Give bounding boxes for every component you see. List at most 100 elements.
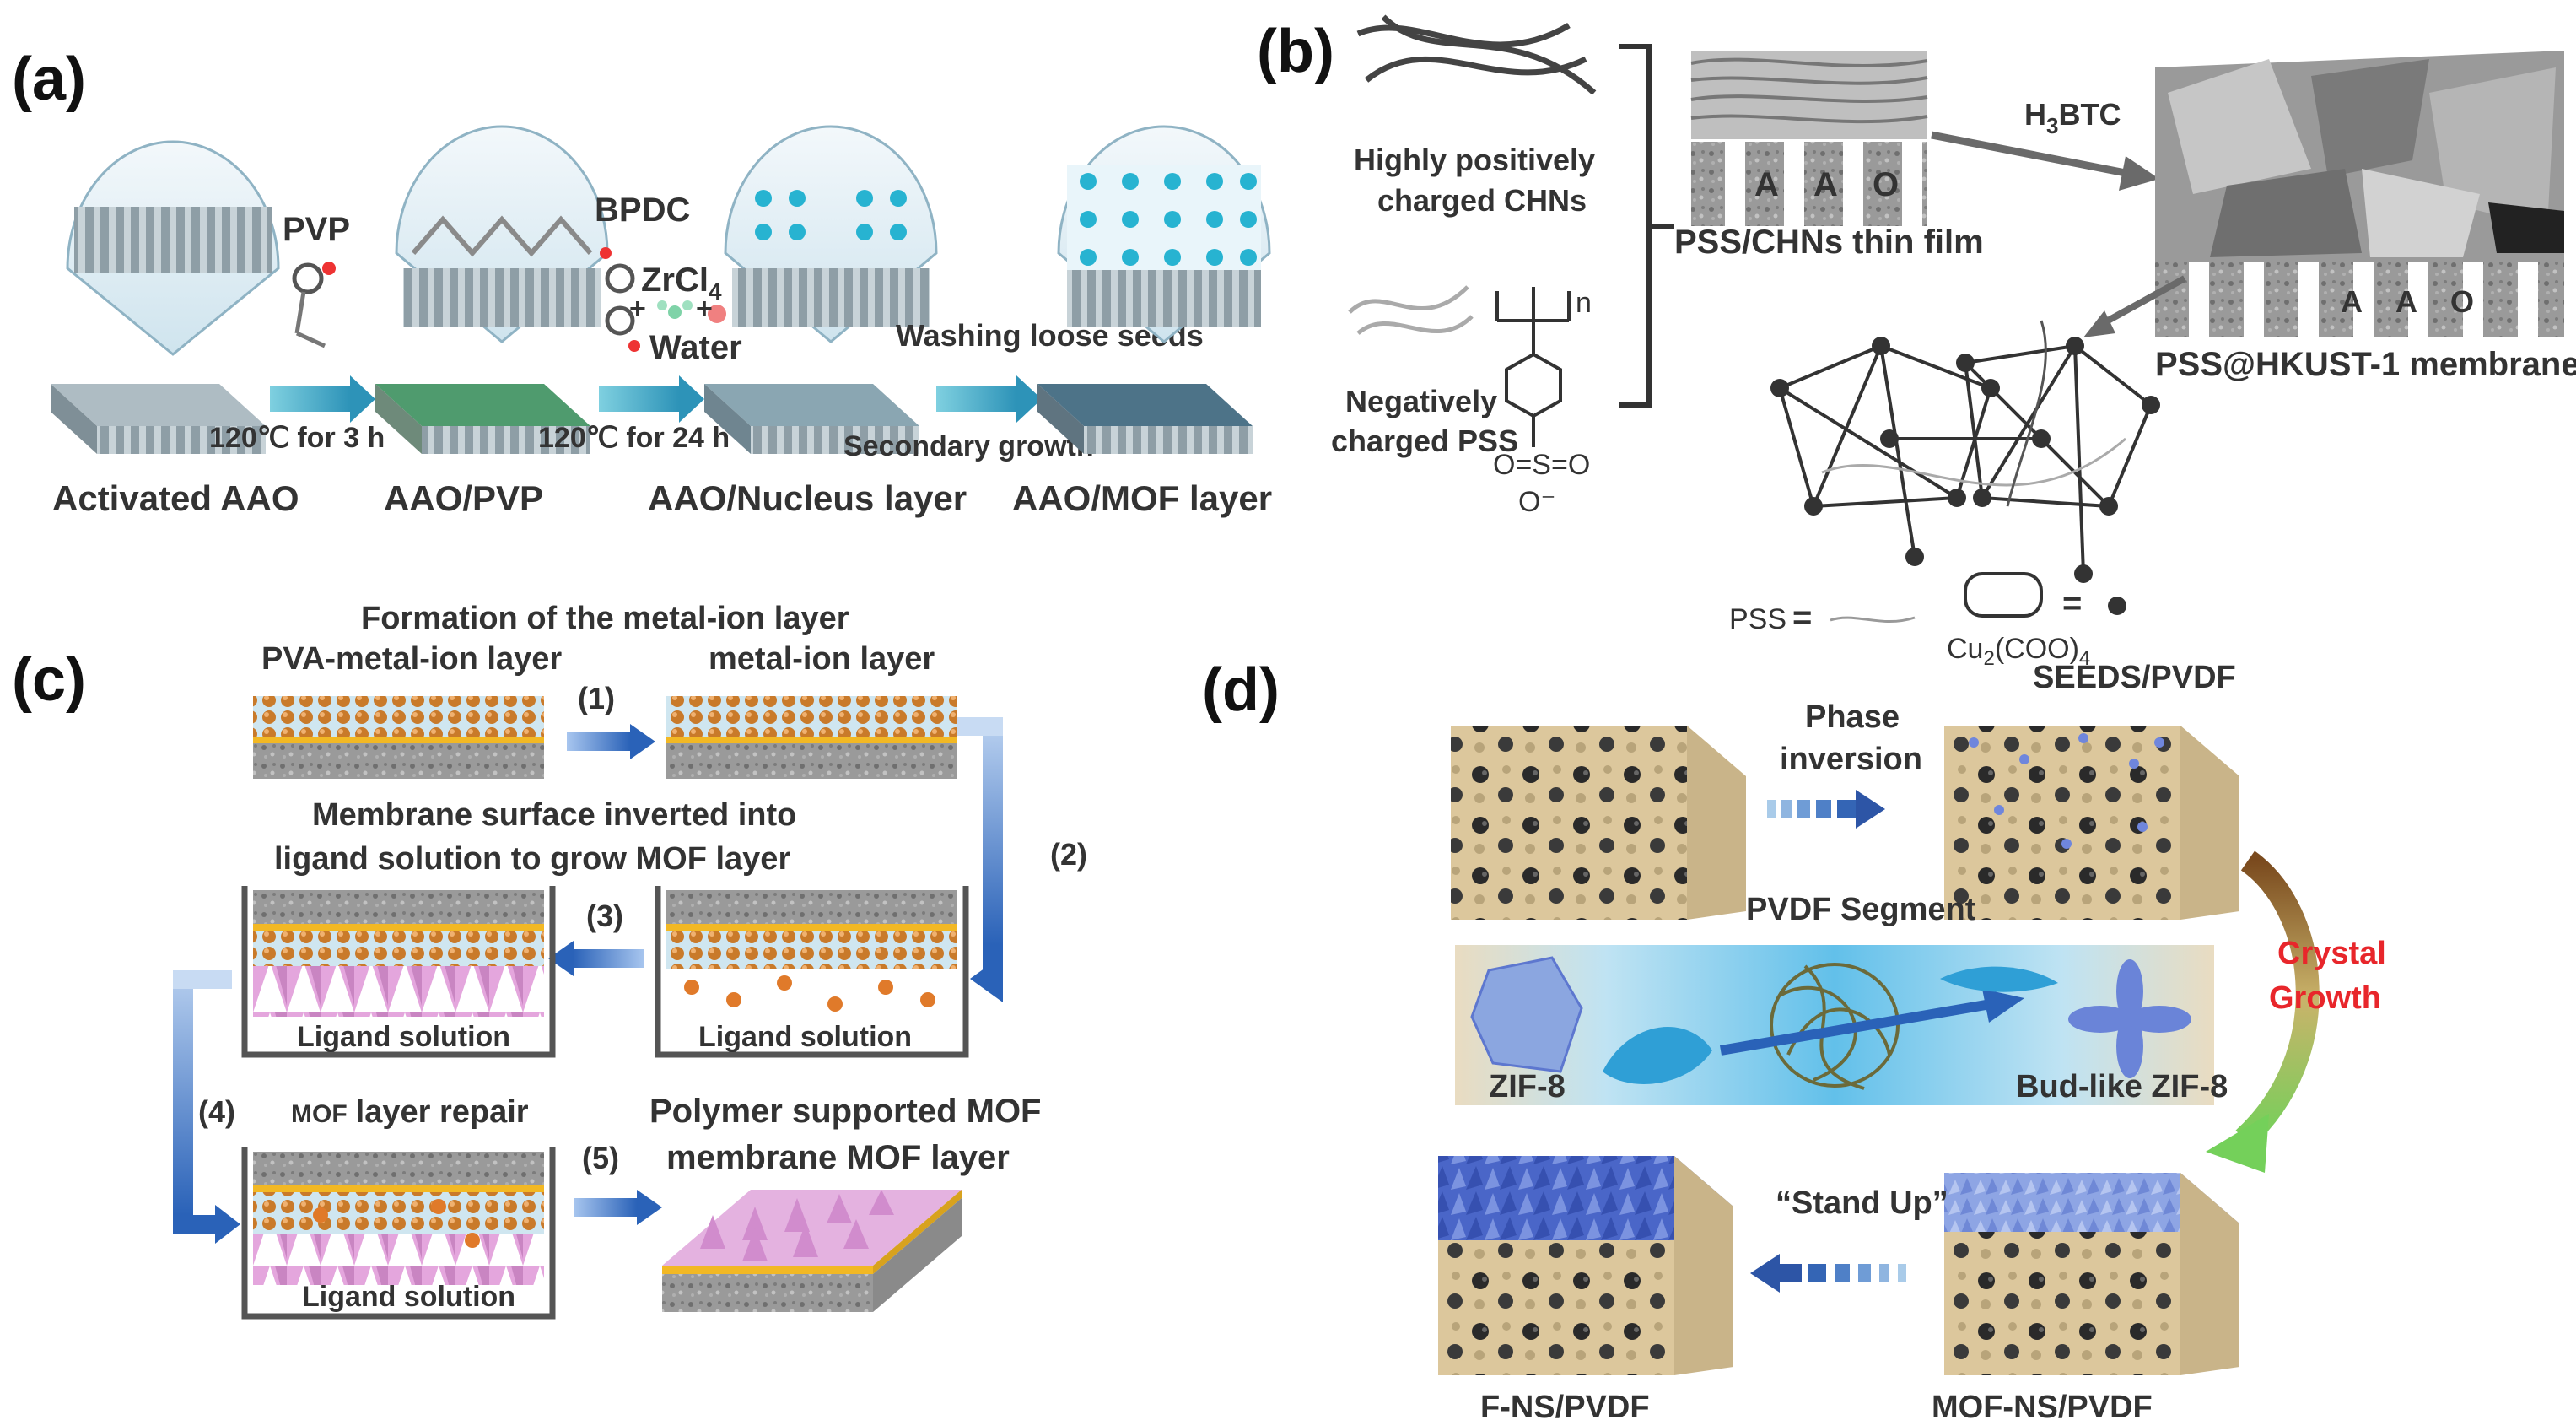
h3btc-label: H3BTC bbox=[2024, 97, 2121, 138]
aao-slab-3-front bbox=[751, 426, 919, 454]
condition-24h: 120℃ for 24 h bbox=[538, 422, 730, 454]
panel-d: (d) Phase inversion SEEDS/PVDF PVDF Segm… bbox=[1202, 656, 2386, 1420]
pvdf-segment-label: PVDF Segment bbox=[1746, 892, 1976, 927]
step-label-aao-pvp: AAO/PVP bbox=[384, 478, 543, 518]
band-arrow-head bbox=[1982, 989, 2024, 1023]
aao-slab-2-front bbox=[422, 426, 590, 454]
polymer-mof-label-line2: membrane MOF layer bbox=[666, 1139, 1010, 1176]
panel-b-label: (b) bbox=[1257, 18, 1334, 85]
step-label-nucleus: AAO/Nucleus layer bbox=[648, 478, 967, 518]
legend-eq-1: = bbox=[1792, 599, 1812, 636]
pss-strands-icon bbox=[1348, 285, 1474, 335]
metal-layer-label: metal-ion layer bbox=[709, 641, 935, 677]
arrow-step-3 bbox=[548, 941, 644, 976]
hkust-membrane-label: PSS@HKUST-1 membrane bbox=[2155, 346, 2576, 383]
mof-lattice-nodes bbox=[1080, 173, 1257, 266]
pss-n-subscript: n bbox=[1576, 287, 1592, 319]
aao-slab-4-side bbox=[1037, 384, 1084, 454]
pvdf-block-initial bbox=[1451, 726, 1746, 920]
chn-strands-icon bbox=[1356, 14, 1597, 95]
condition-3h: 120℃ for 3 h bbox=[209, 422, 385, 454]
panel-a: (a) PVP 120℃ for 3 h Activated AAO bbox=[12, 46, 1272, 518]
legend-pss-strand bbox=[1830, 616, 1916, 624]
formation-label: Formation of the metal-ion layer bbox=[361, 601, 849, 636]
hkust-aao-letter-3: O bbox=[2450, 284, 2474, 319]
standup-label: “Stand Up” bbox=[1776, 1185, 1948, 1221]
aao-slab-1-front bbox=[97, 426, 266, 454]
aao-slab-1-side bbox=[51, 384, 97, 454]
fns-pvdf-label: F-NS/PVDF bbox=[1480, 1390, 1650, 1420]
bud-like-zif8-icon bbox=[2068, 959, 2191, 1078]
arrow-stand-up bbox=[1750, 1254, 1906, 1293]
pss-sulfonate: O=S=O bbox=[1493, 449, 1590, 481]
legend-node-dot bbox=[2108, 597, 2126, 615]
ligand-solution-label-2: Ligand solution bbox=[698, 1021, 912, 1053]
step-2-label: (2) bbox=[1050, 837, 1087, 872]
step-4-label: (4) bbox=[198, 1094, 235, 1129]
legend-eq-2: = bbox=[2062, 585, 2082, 622]
aao-slab-3-side bbox=[704, 384, 751, 454]
step-3-label: (3) bbox=[586, 899, 623, 933]
stage-aao-pvp bbox=[375, 125, 609, 454]
crystal-label-line2: Growth bbox=[2269, 980, 2381, 1016]
hkust-aao-letter-2: A bbox=[2395, 284, 2417, 319]
phase-label-line1: Phase bbox=[1805, 699, 1900, 735]
bpdc-label: BPDC bbox=[595, 192, 690, 229]
whale-icon bbox=[1603, 1027, 1712, 1084]
step-label-mof-layer: AAO/MOF layer bbox=[1012, 478, 1272, 518]
step-5-label: (5) bbox=[582, 1141, 619, 1175]
step-label-activated-aao: Activated AAO bbox=[52, 478, 299, 518]
panel-d-label: (d) bbox=[1202, 656, 1280, 724]
crystal-label-line1: Crystal bbox=[2277, 936, 2386, 971]
grouping-bracket bbox=[1619, 44, 1674, 408]
legend-pss-label: PSS bbox=[1729, 603, 1786, 635]
arrow-phase-inversion bbox=[1767, 790, 1885, 829]
thin-film-stack bbox=[1690, 51, 1928, 226]
zif8-crystal-icon bbox=[1470, 956, 1583, 1073]
phase-label-line2: inversion bbox=[1780, 742, 1922, 777]
beaker-c5 bbox=[241, 1147, 556, 1320]
polymer-mof-label-line1: Polymer supported MOF bbox=[649, 1093, 1042, 1130]
zrcl4-molecule-icon bbox=[657, 300, 726, 323]
aao-slab-2-side bbox=[375, 384, 422, 454]
ligand-solution-label-3: Ligand solution bbox=[302, 1281, 515, 1313]
panel-c-label: (c) bbox=[12, 646, 86, 714]
aao-slab-4-front bbox=[1084, 426, 1253, 454]
pore-channels-4 bbox=[1067, 270, 1261, 327]
panel-a-label: (a) bbox=[12, 46, 86, 113]
aao-letter-3: O bbox=[1873, 166, 1899, 203]
pvp-chain bbox=[411, 215, 593, 257]
crystal-growth-arrow bbox=[2235, 850, 2320, 1148]
bpdc-molecule-icon bbox=[600, 247, 640, 352]
chn-label-line1: Highly positively bbox=[1354, 143, 1595, 177]
stage-nucleus-layer bbox=[704, 125, 938, 454]
arrow-step-a1 bbox=[270, 375, 375, 423]
water-label: Water bbox=[649, 329, 742, 366]
zif8-label: ZIF-8 bbox=[1489, 1069, 1566, 1104]
thin-film-label: PSS/CHNs thin film bbox=[1674, 224, 1984, 261]
pss-structure-icon bbox=[1495, 287, 1571, 447]
pvp-label: PVP bbox=[283, 211, 350, 248]
crystal-growth-arrowhead bbox=[2206, 1114, 2269, 1173]
zif-band bbox=[1455, 945, 2214, 1105]
stage-activated-aao bbox=[51, 140, 280, 454]
budlike-zif8-label: Bud-like ZIF-8 bbox=[2016, 1069, 2228, 1104]
ligand-solution-label-1: Ligand solution bbox=[297, 1021, 510, 1053]
arrow-step-a3 bbox=[936, 375, 1042, 423]
pss-label-line1: Negatively bbox=[1345, 384, 1497, 418]
pss-oxygen: O⁻ bbox=[1518, 486, 1555, 518]
final-mof-membrane bbox=[662, 1190, 962, 1312]
chn-label-line2: charged CHNs bbox=[1377, 183, 1587, 218]
inverted-label-line2: ligand solution to grow MOF layer bbox=[274, 841, 790, 877]
secondary-growth-label: Secondary growth bbox=[843, 430, 1094, 462]
arrow-to-framework bbox=[2083, 275, 2186, 337]
pore-channels-1 bbox=[74, 207, 272, 273]
band-arrow-line bbox=[1719, 999, 1992, 1056]
pvdf-block-fns bbox=[1438, 1156, 1733, 1375]
aao-slab-1-top bbox=[51, 384, 266, 426]
aao-letter-2: A bbox=[1813, 166, 1838, 203]
mofns-pvdf-label: MOF-NS/PVDF bbox=[1932, 1390, 2153, 1420]
panel-c: (c) Formation of the metal-ion layer PVA… bbox=[12, 601, 1087, 1320]
pvdf-block-seeds bbox=[1944, 726, 2239, 920]
step-1-label: (1) bbox=[578, 681, 615, 715]
